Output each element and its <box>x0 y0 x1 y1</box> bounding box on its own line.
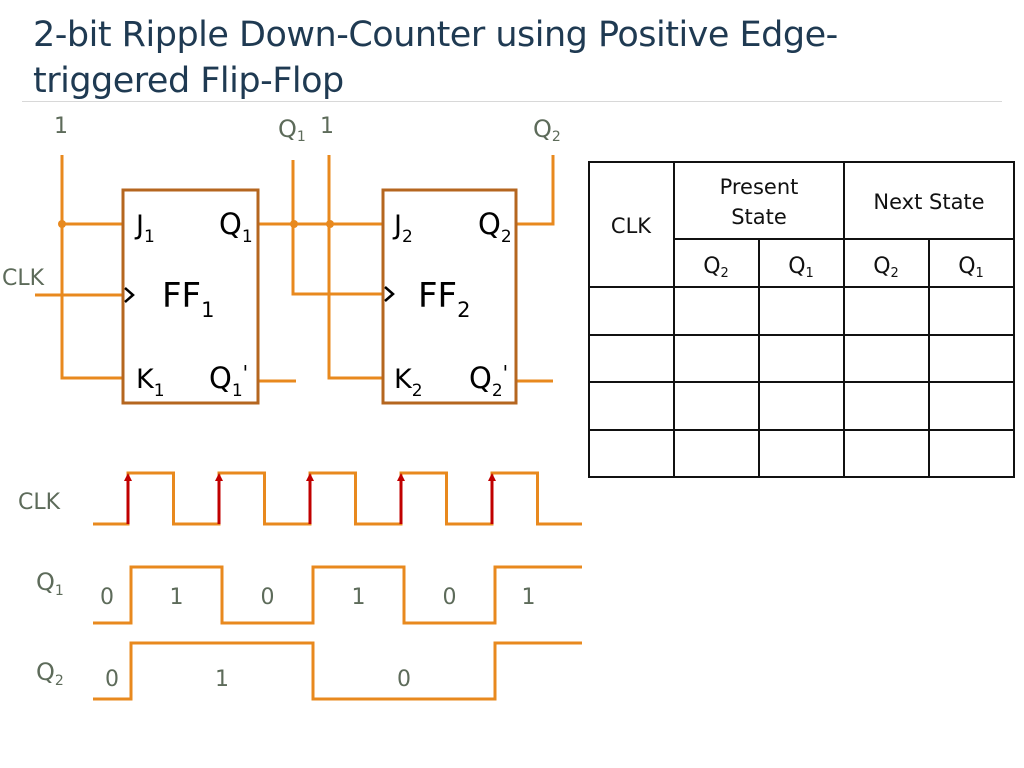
q1-value-label: 1 <box>522 585 536 610</box>
clk-rising-edge-arrowhead <box>488 473 496 481</box>
state-table: CLK Present State Next State Q2 Q1 Q2 Q1 <box>588 161 1015 478</box>
table-header-clk: CLK <box>611 214 652 238</box>
waveform-q1 <box>93 565 582 625</box>
title-divider <box>22 101 1002 102</box>
timing-label-q2: Q2 <box>36 658 64 689</box>
wire-q2 <box>516 155 555 226</box>
ff2-j-pin: J2 <box>392 210 413 247</box>
ff2-box <box>381 188 518 405</box>
clk-input-label: CLK <box>2 266 45 291</box>
table-subheader-next-q2: Q2 <box>873 254 899 281</box>
table-subheader-next-q1: Q1 <box>958 254 984 281</box>
q2-value-label: 0 <box>397 667 411 692</box>
ff2-k-pin: K2 <box>394 364 423 401</box>
ff1-j-pin: J1 <box>134 210 155 247</box>
table-header-present-line1: Present <box>720 175 799 199</box>
waveform-q2 <box>93 641 582 701</box>
ff1-qbar-pin: Q1' <box>209 361 248 401</box>
q1-value-label: 1 <box>352 585 366 610</box>
title-line-1: 2-bit Ripple Down-Counter using Positive… <box>33 15 838 55</box>
q1-tap-label: Q1 <box>278 115 306 145</box>
table-header-next: Next State <box>873 190 984 214</box>
table-subheader-present-q1: Q1 <box>788 254 814 281</box>
junction-dot <box>290 220 298 228</box>
ff1-one-input-label: 1 <box>54 114 68 139</box>
clk-rising-edge-arrowhead <box>124 473 132 481</box>
ff1-k-pin: K1 <box>136 364 165 401</box>
ff2-one-input-label: 1 <box>320 114 334 139</box>
q2-value-label: 0 <box>105 667 119 692</box>
q2-value-label: 1 <box>215 667 229 692</box>
waveform-clk <box>93 471 582 526</box>
wire-one-ff2 <box>327 155 383 380</box>
timing-label-clk: CLK <box>18 490 61 515</box>
q1-value-label: 0 <box>100 585 114 610</box>
q2-output-label: Q2 <box>533 115 561 145</box>
ff2-clock-triangle-icon <box>384 286 395 302</box>
q1-value-label: 1 <box>170 585 184 610</box>
ff1-q-pin: Q1 <box>219 207 253 247</box>
clk-rising-edge-arrowhead <box>397 473 405 481</box>
ff2-q-pin: Q2 <box>478 207 512 247</box>
table-subheader-present-q2: Q2 <box>703 254 729 281</box>
clk-rising-edge-arrowhead <box>306 473 314 481</box>
q1-value-label: 0 <box>261 585 275 610</box>
table-border <box>588 161 1015 478</box>
table-grid <box>588 161 1015 478</box>
timing-diagram: CLK Q1 Q2 0 1 0 1 0 1 0 1 0 <box>18 471 582 701</box>
timing-label-q1: Q1 <box>36 568 64 599</box>
q1-value-label: 0 <box>443 585 457 610</box>
title-line-2: triggered Flip-Flop <box>33 61 344 101</box>
page-title: 2-bit Ripple Down-Counter using Positive… <box>33 12 1013 104</box>
ff2-name: FF2 <box>418 276 471 322</box>
junctions <box>58 220 334 228</box>
wire-one-ff1 <box>60 155 123 380</box>
wire-q1 <box>258 160 383 296</box>
table-header-present-line2: State <box>731 205 787 229</box>
ff1-box <box>121 188 260 405</box>
ff2-qbar-pin: Q2' <box>469 361 508 401</box>
clk-rising-edge-arrowhead <box>215 473 223 481</box>
junction-dot <box>326 220 334 228</box>
junction-dot <box>58 220 66 228</box>
ff1-name: FF1 <box>162 276 215 322</box>
ff1-clock-triangle-icon <box>124 287 135 303</box>
